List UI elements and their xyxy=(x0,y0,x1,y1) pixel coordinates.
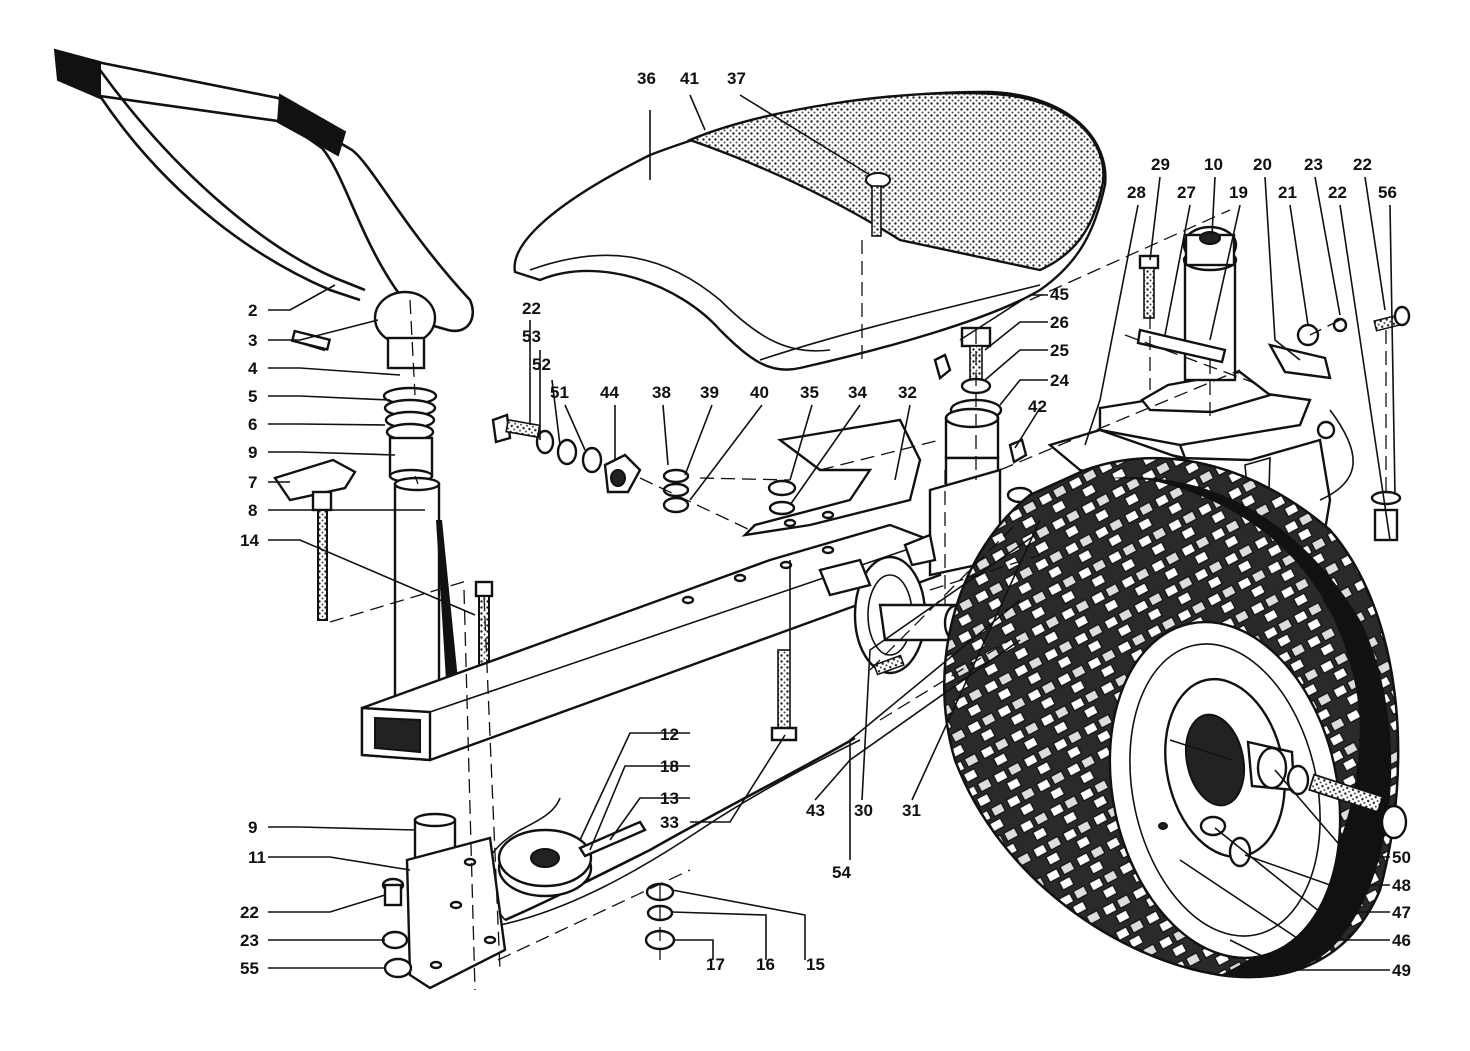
mounting-hardware-left xyxy=(491,413,797,516)
callout-6: 6 xyxy=(248,415,257,434)
callout-12: 12 xyxy=(660,725,679,744)
callout-31: 31 xyxy=(902,801,921,820)
callout-37: 37 xyxy=(727,69,746,88)
callout-46: 46 xyxy=(1392,931,1411,950)
lower-hardware xyxy=(381,649,861,990)
callout-7: 7 xyxy=(248,473,257,492)
callout-8: 8 xyxy=(248,501,257,520)
callout-40: 40 xyxy=(750,383,769,402)
callout-22-b: 22 xyxy=(1328,183,1347,202)
callout-41: 41 xyxy=(680,69,699,88)
callout-53: 53 xyxy=(522,327,541,346)
callout-42: 42 xyxy=(1028,397,1047,416)
callout-29: 29 xyxy=(1151,155,1170,174)
callout-24: 24 xyxy=(1050,371,1069,390)
callout-35: 35 xyxy=(800,383,819,402)
callout-17: 17 xyxy=(706,955,725,974)
callout-22: 22 xyxy=(1353,155,1372,174)
steering-column-top xyxy=(290,290,438,484)
callout-43: 43 xyxy=(806,801,825,820)
callout-25: 25 xyxy=(1050,341,1069,360)
callout-9: 9 xyxy=(248,443,257,462)
callout-9-b: 9 xyxy=(248,818,257,837)
callout-16: 16 xyxy=(756,955,775,974)
callout-11: 11 xyxy=(248,848,266,867)
callout-55: 55 xyxy=(240,959,259,978)
callout-labels: 36 41 37 29 10 20 23 22 28 27 19 21 22 5… xyxy=(240,69,1411,980)
callout-36: 36 xyxy=(637,69,656,88)
leader-lines xyxy=(268,94,1396,971)
callout-22-d: 22 xyxy=(240,903,259,922)
callout-56: 56 xyxy=(1378,183,1397,202)
callout-38: 38 xyxy=(652,383,671,402)
callout-21: 21 xyxy=(1278,183,1297,202)
callout-5: 5 xyxy=(248,387,257,406)
callout-34: 34 xyxy=(848,383,867,402)
callout-23: 23 xyxy=(1304,155,1323,174)
callout-28: 28 xyxy=(1127,183,1146,202)
callout-14: 14 xyxy=(240,531,259,550)
callout-26: 26 xyxy=(1050,313,1069,332)
wheel xyxy=(943,457,1408,979)
callout-52: 52 xyxy=(532,355,551,374)
callout-54: 54 xyxy=(832,863,851,882)
axle-flange xyxy=(818,533,967,676)
callout-23-b: 23 xyxy=(240,931,259,950)
callout-39: 39 xyxy=(700,383,719,402)
callout-48: 48 xyxy=(1392,876,1411,895)
steering-handle xyxy=(53,48,475,333)
steering-tube xyxy=(393,476,460,716)
callout-10: 10 xyxy=(1204,155,1223,174)
callout-30: 30 xyxy=(854,801,873,820)
callout-13: 13 xyxy=(660,789,679,808)
callout-2: 2 xyxy=(248,301,257,320)
callout-33: 33 xyxy=(660,813,679,832)
callout-3: 3 xyxy=(248,331,257,350)
callout-27: 27 xyxy=(1177,183,1196,202)
callout-18: 18 xyxy=(660,757,679,776)
seat-bracket xyxy=(741,418,922,537)
callout-49: 49 xyxy=(1392,961,1411,980)
callout-51: 51 xyxy=(550,383,569,402)
callout-22-c: 22 xyxy=(522,299,541,318)
callout-32: 32 xyxy=(898,383,917,402)
callout-15: 15 xyxy=(806,955,825,974)
callout-44: 44 xyxy=(600,383,619,402)
callout-47: 47 xyxy=(1392,903,1411,922)
callout-50: 50 xyxy=(1392,848,1411,867)
callout-4: 4 xyxy=(248,359,258,378)
callout-20: 20 xyxy=(1253,155,1272,174)
seat xyxy=(513,90,1107,371)
callout-19: 19 xyxy=(1229,183,1248,202)
callout-45: 45 xyxy=(1050,285,1069,304)
